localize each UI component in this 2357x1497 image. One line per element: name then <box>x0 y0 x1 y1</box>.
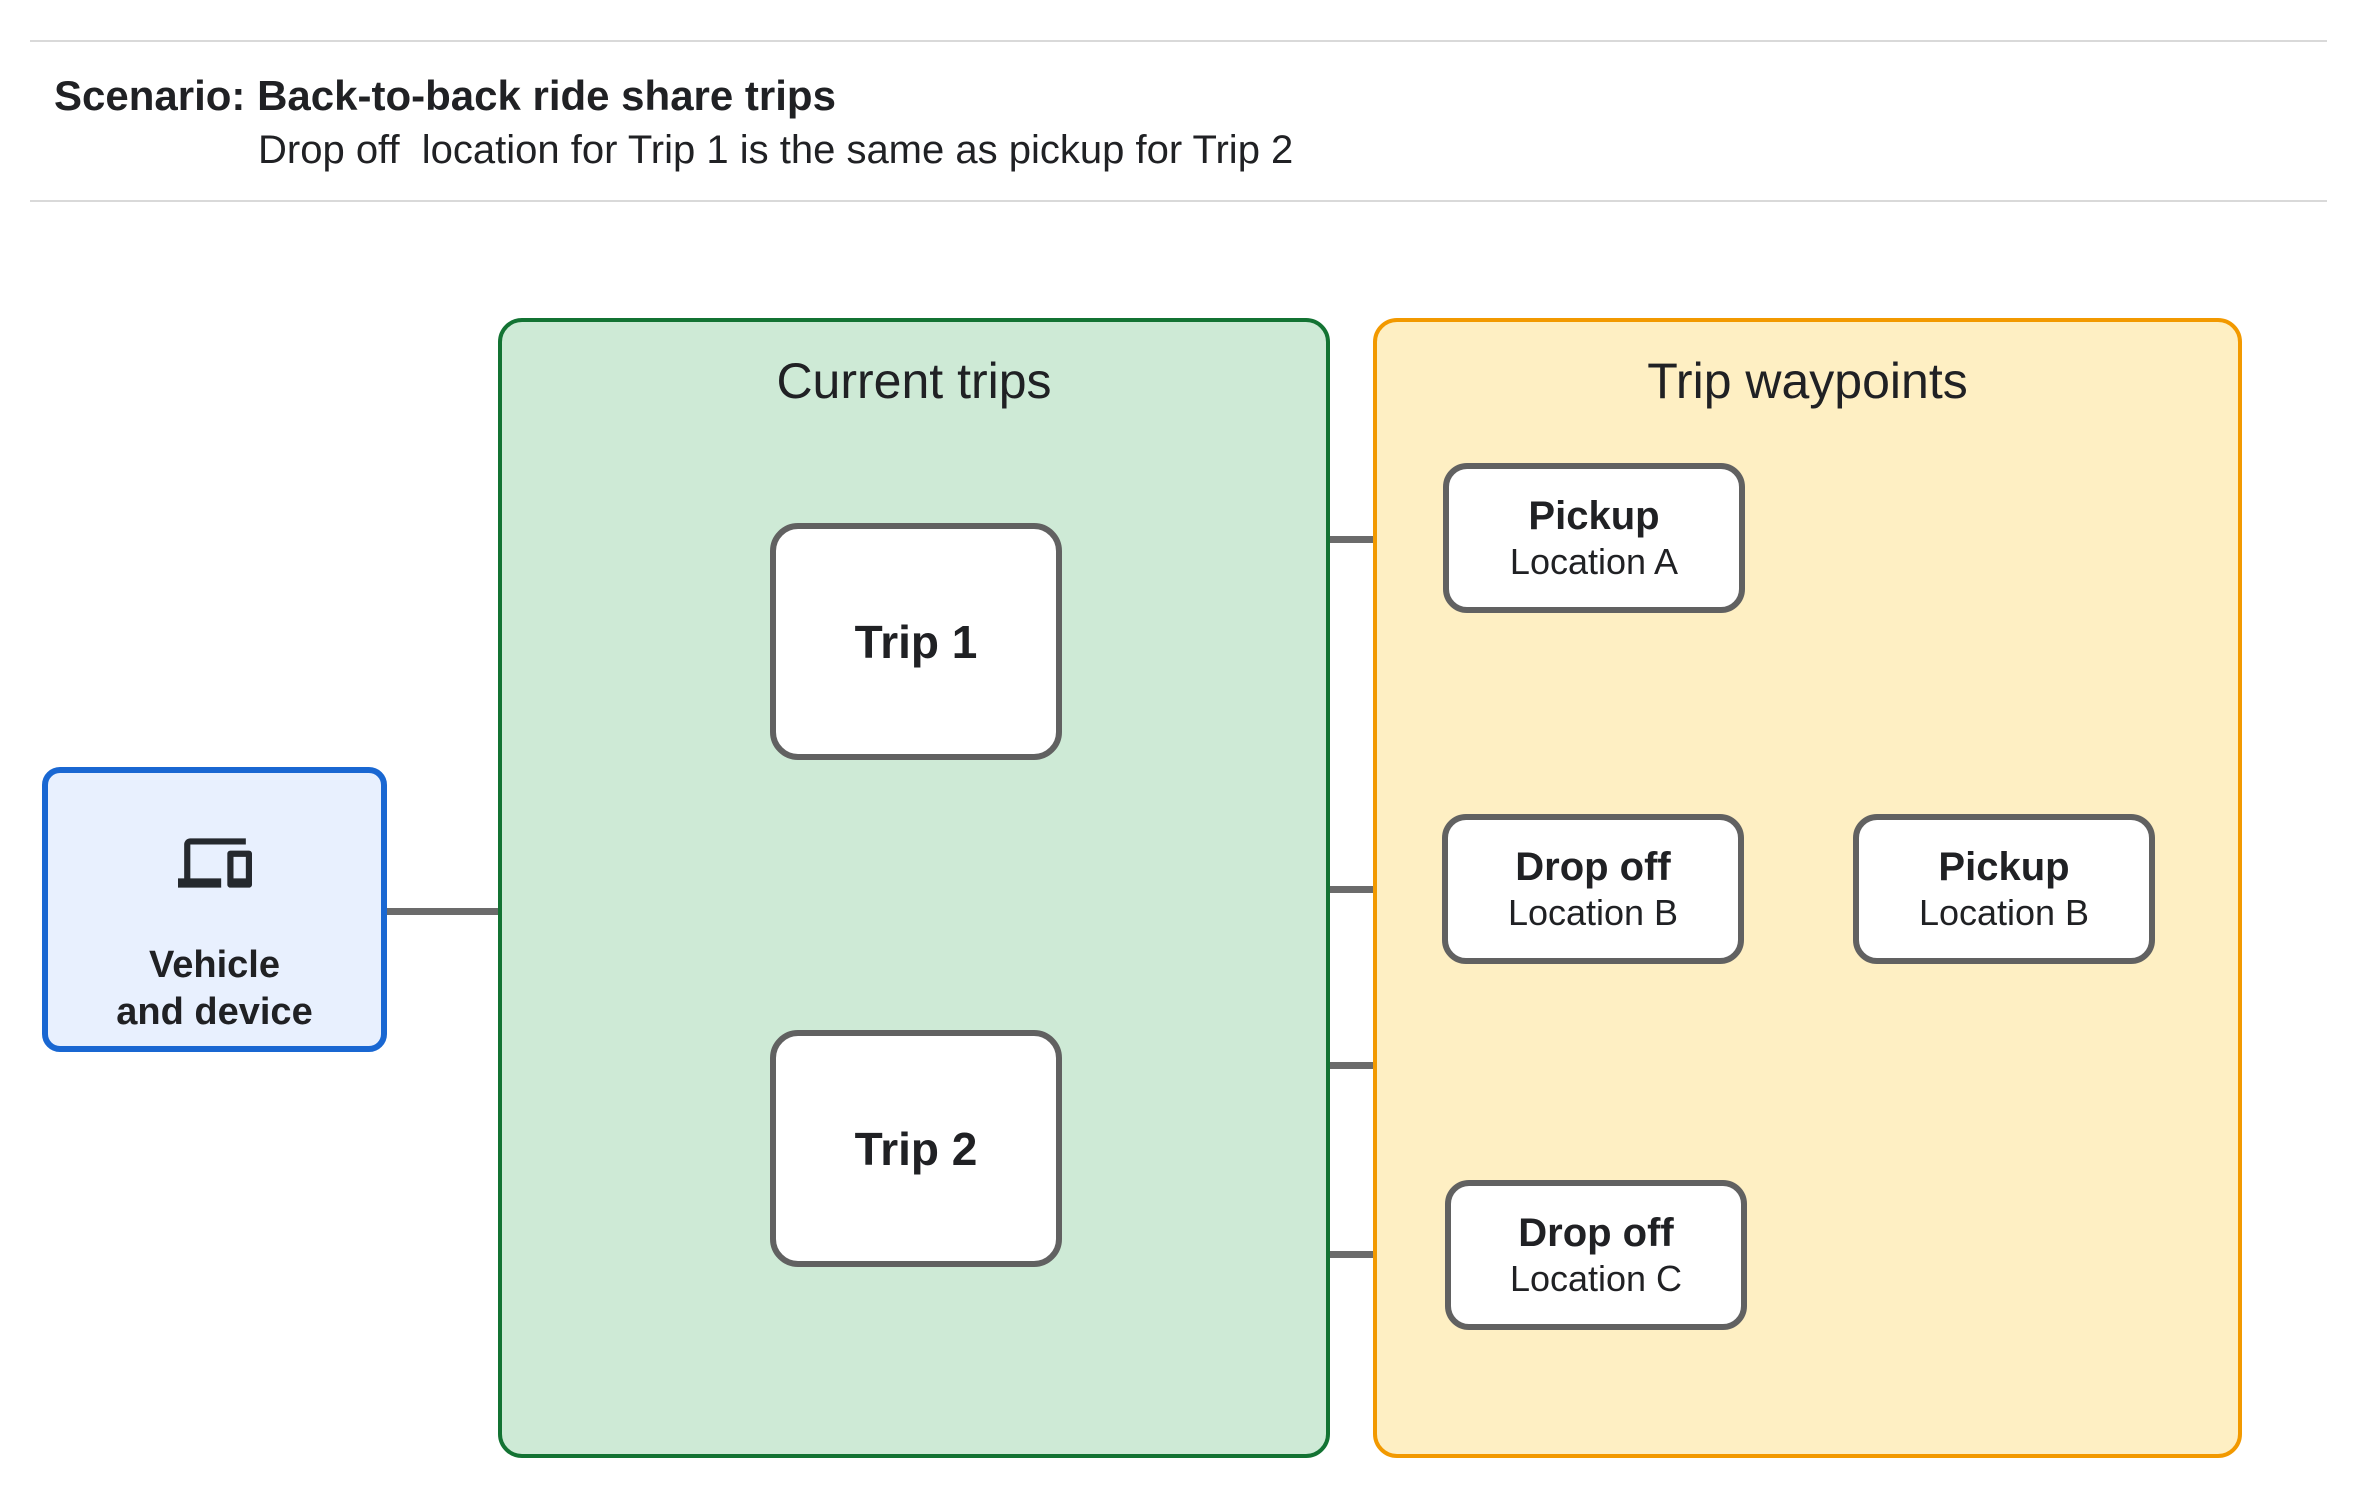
panel-trip-waypoints-title: Trip waypoints <box>1647 353 1968 409</box>
devices-icon <box>177 838 252 888</box>
waypoint-subtitle: Location A <box>1509 541 1679 582</box>
vehicle-label: Vehicle and device <box>116 942 312 1035</box>
waypoint-pickup-location-a: Pickup Location A <box>1443 463 1745 613</box>
vehicle-node: Vehicle and device <box>42 767 387 1052</box>
trip-2-label: Trip 2 <box>854 1122 978 1175</box>
waypoint-title: Drop off <box>1515 845 1671 889</box>
waypoint-title: Drop off <box>1518 1211 1674 1255</box>
connector-trip1-to-pickup-a <box>1250 536 1447 543</box>
header-divider-top <box>30 40 2327 42</box>
waypoint-pickup-location-b: Pickup Location B <box>1853 814 2155 964</box>
vehicle-label-line2: and device <box>116 990 313 1033</box>
waypoint-dropoff-location-c: Drop off Location C <box>1445 1180 1747 1330</box>
header-divider-bottom <box>30 200 2327 202</box>
waypoint-title: Pickup <box>1938 845 2070 889</box>
connector-trip1-to-dropoff-b <box>1250 886 1446 893</box>
trip-1-node: Trip 1 <box>770 523 1062 760</box>
waypoint-subtitle: Location B <box>1507 892 1679 933</box>
waypoint-title: Pickup <box>1528 494 1660 538</box>
connector-vehicle-to-trunk <box>387 908 569 915</box>
waypoint-subtitle: Location C <box>1509 1258 1683 1299</box>
waypoint-subtitle: Location B <box>1918 892 2090 933</box>
connector-trip2-to-dropoff-c <box>1250 1251 1449 1258</box>
panel-current-trips-title: Current trips <box>776 353 1052 409</box>
vehicle-label-line1: Vehicle <box>149 944 280 987</box>
trip-2-node: Trip 2 <box>770 1030 1062 1267</box>
trip-1-label: Trip 1 <box>854 615 978 668</box>
page-subtitle: Drop off location for Trip 1 is the same… <box>258 128 1294 172</box>
waypoint-dropoff-location-b: Drop off Location B <box>1442 814 1744 964</box>
page-title: Scenario: Back-to-back ride share trips <box>54 72 836 119</box>
panel-current-trips: Current trips <box>498 318 1330 1458</box>
